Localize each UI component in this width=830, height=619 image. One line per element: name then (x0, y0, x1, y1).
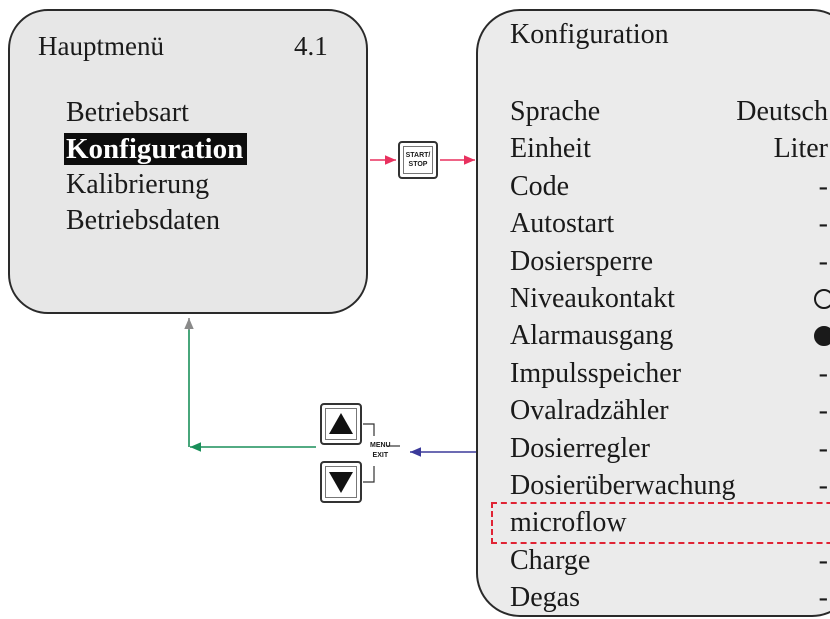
config-item-label: Dosierüberwachung (510, 469, 736, 501)
config-item-code[interactable]: Code - (510, 168, 828, 205)
triangle-up-icon (329, 413, 353, 434)
config-item-value: - (818, 432, 828, 464)
key-bracket-up (363, 423, 375, 436)
triangle-down-icon (329, 472, 353, 493)
main-menu-title: Hauptmenü (38, 31, 164, 61)
config-item-alarmausgang[interactable]: Alarmausgang (510, 317, 830, 354)
config-item-label: Autostart (510, 208, 615, 240)
start-stop-label-line2: STOP (408, 161, 428, 168)
config-item-label: Dosierregler (510, 432, 650, 464)
menu-exit-label: MENU EXIT (370, 441, 391, 461)
config-item-value: Liter (773, 133, 828, 165)
config-item-value: - (818, 357, 828, 389)
config-item-label: microflow (510, 507, 627, 539)
config-item-label: Sprache (510, 96, 601, 127)
config-item-dosierregler[interactable]: Dosierregler - (510, 430, 828, 467)
config-item-label: Charge (510, 544, 591, 576)
config-item-label: Alarmausgang (510, 320, 674, 352)
start-stop-key[interactable]: START/ STOP (398, 141, 438, 179)
config-item-value: - (818, 395, 828, 427)
config-item-impulsspeicher[interactable]: Impulsspeicher - (510, 355, 828, 392)
config-item-einheit[interactable]: Einheit Liter (510, 130, 828, 167)
config-item-value: - (818, 544, 828, 576)
config-item-value: Deutsch (736, 96, 828, 127)
config-item-label: Impulsspeicher (510, 357, 682, 389)
config-item-dosiersperre[interactable]: Dosiersperre - (510, 243, 828, 280)
config-item-value: - (818, 170, 828, 202)
config-item-label: Ovalradzähler (510, 395, 669, 427)
config-item-dosierueberwachung[interactable]: Dosierüberwachung - (510, 467, 828, 504)
config-item-label: Code (510, 170, 570, 202)
config-menu-list: Sprache Deutsch Einheit Liter Code - Aut… (491, 93, 830, 616)
config-item-value: - (818, 582, 828, 614)
main-menu-screen: Hauptmenü 4.1 Betriebsart Konfiguration … (8, 9, 368, 314)
down-key[interactable] (320, 461, 362, 503)
main-menu-list: Betriebsart Konfiguration Kalibrierung B… (64, 95, 248, 239)
key-bracket-down (363, 466, 375, 483)
config-item-charge[interactable]: Charge - (510, 542, 828, 579)
config-item-label: Degas (510, 582, 580, 614)
config-item-label: Einheit (510, 133, 591, 165)
config-item-value: - (818, 208, 828, 240)
config-item-ovalradzaehler[interactable]: Ovalradzähler - (510, 392, 828, 429)
circle-filled-icon (814, 325, 830, 346)
menu-label: MENU (370, 442, 391, 449)
config-item-microflow[interactable]: microflow - (491, 502, 830, 544)
config-item-autostart[interactable]: Autostart - (510, 205, 828, 242)
exit-label: EXIT (372, 452, 389, 459)
main-menu-item-betriebsdaten[interactable]: Betriebsdaten (66, 205, 220, 236)
config-item-label: Niveaukontakt (510, 282, 675, 314)
main-menu-item-betriebsart[interactable]: Betriebsart (66, 97, 189, 128)
main-menu-item-konfiguration[interactable]: Konfiguration (64, 131, 248, 167)
config-item-niveaukontakt[interactable]: Niveaukontakt (510, 280, 830, 317)
config-item-sprache[interactable]: Sprache Deutsch (510, 93, 828, 130)
circle-empty-icon (814, 288, 830, 309)
config-item-value: - (818, 245, 828, 277)
main-menu-item-kalibrierung[interactable]: Kalibrierung (66, 169, 210, 200)
config-item-value: - (818, 469, 828, 501)
config-menu-title: Konfiguration (510, 19, 669, 50)
up-key[interactable] (320, 403, 362, 445)
start-stop-label-line1: START/ (405, 152, 431, 159)
main-menu-number: 4.1 (294, 31, 328, 61)
config-item-label: Dosiersperre (510, 245, 654, 277)
config-menu-screen: Konfiguration Sprache Deutsch Einheit Li… (476, 9, 830, 617)
config-item-degas[interactable]: Degas - (510, 579, 828, 616)
